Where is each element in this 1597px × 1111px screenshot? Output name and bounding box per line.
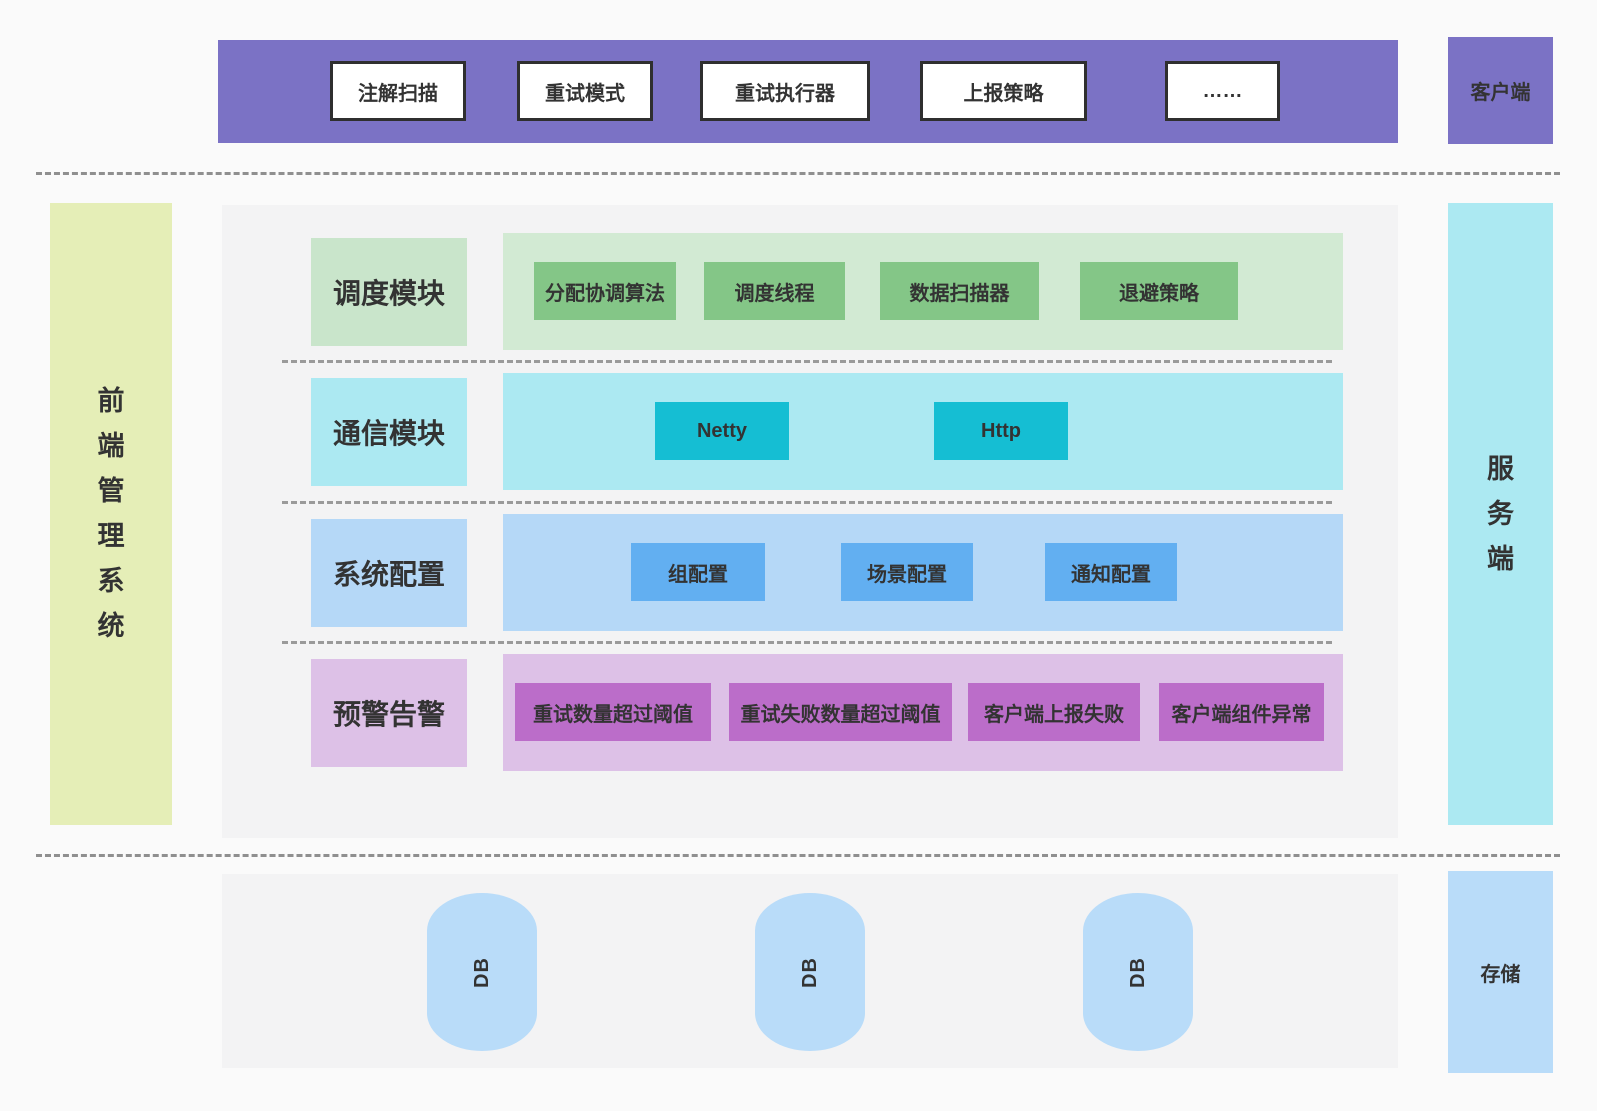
- db-label: DB: [798, 956, 821, 988]
- layer-separator-bottom: [36, 854, 1560, 857]
- scheduler-item-data-scanner: 数据扫描器: [880, 262, 1039, 320]
- row-separator-2: [282, 501, 1332, 504]
- db-cylinder-2: DB: [755, 893, 865, 1051]
- alert-item-retry-count-threshold: 重试数量超过阈值: [515, 683, 711, 741]
- row-scheduler-module: 调度模块 分配协调算法 调度线程 数据扫描器 退避策略: [222, 233, 1398, 350]
- scheduler-item-backoff-strategy: 退避策略: [1080, 262, 1238, 320]
- db-cylinder-3: DB: [1083, 893, 1193, 1051]
- config-item-scene: 场景配置: [841, 543, 973, 601]
- scheduler-item-schedule-thread: 调度线程: [704, 262, 845, 320]
- chip-retry-executor: 重试执行器: [700, 61, 870, 121]
- chip-report-strategy: 上报策略: [920, 61, 1087, 121]
- client-layer-bar: 注解扫描 重试模式 重试执行器 上报策略 ……: [218, 40, 1398, 143]
- row-separator-3: [282, 641, 1332, 644]
- row-separator-1: [282, 360, 1332, 363]
- alert-item-retry-fail-threshold: 重试失败数量超过阈值: [729, 683, 952, 741]
- client-side-label: 客户端: [1448, 37, 1553, 144]
- communication-item-http: Http: [934, 402, 1068, 460]
- chip-annotation-scan: 注解扫描: [330, 61, 466, 121]
- chip-ellipsis: ……: [1165, 61, 1280, 121]
- storage-side-label: 存储: [1448, 871, 1553, 1073]
- scheduler-module-label: 调度模块: [311, 238, 467, 346]
- row-system-config: 系统配置 组配置 场景配置 通知配置: [222, 514, 1398, 631]
- server-side-label: 服务端: [1487, 453, 1514, 574]
- frontend-management-bar: 前端管理系统: [50, 203, 172, 825]
- server-side-bar: 服务端: [1448, 203, 1553, 825]
- db-cylinder-1: DB: [427, 893, 537, 1051]
- row-alert-warning: 预警告警 重试数量超过阈值 重试失败数量超过阈值 客户端上报失败 客户端组件异常: [222, 654, 1398, 771]
- scheduler-item-allocation-algorithm: 分配协调算法: [534, 262, 676, 320]
- frontend-management-label: 前端管理系统: [97, 386, 125, 641]
- config-item-group: 组配置: [631, 543, 765, 601]
- storage-panel: DB DB DB: [222, 874, 1398, 1068]
- server-panel: 调度模块 分配协调算法 调度线程 数据扫描器 退避策略 通信模块 Netty H…: [222, 205, 1398, 838]
- config-item-notify: 通知配置: [1045, 543, 1177, 601]
- alert-warning-container: 重试数量超过阈值 重试失败数量超过阈值 客户端上报失败 客户端组件异常: [503, 654, 1343, 771]
- layer-separator-top: [36, 172, 1560, 175]
- alert-warning-label: 预警告警: [311, 659, 467, 767]
- row-communication-module: 通信模块 Netty Http: [222, 373, 1398, 490]
- alert-item-client-component-error: 客户端组件异常: [1159, 683, 1324, 741]
- scheduler-module-container: 分配协调算法 调度线程 数据扫描器 退避策略: [503, 233, 1343, 350]
- alert-item-client-report-fail: 客户端上报失败: [968, 683, 1140, 741]
- db-label: DB: [1126, 956, 1149, 988]
- system-config-label: 系统配置: [311, 519, 467, 627]
- communication-module-label: 通信模块: [311, 378, 467, 486]
- communication-module-container: Netty Http: [503, 373, 1343, 490]
- db-label: DB: [470, 956, 493, 988]
- communication-item-netty: Netty: [655, 402, 789, 460]
- chip-retry-mode: 重试模式: [517, 61, 653, 121]
- system-config-container: 组配置 场景配置 通知配置: [503, 514, 1343, 631]
